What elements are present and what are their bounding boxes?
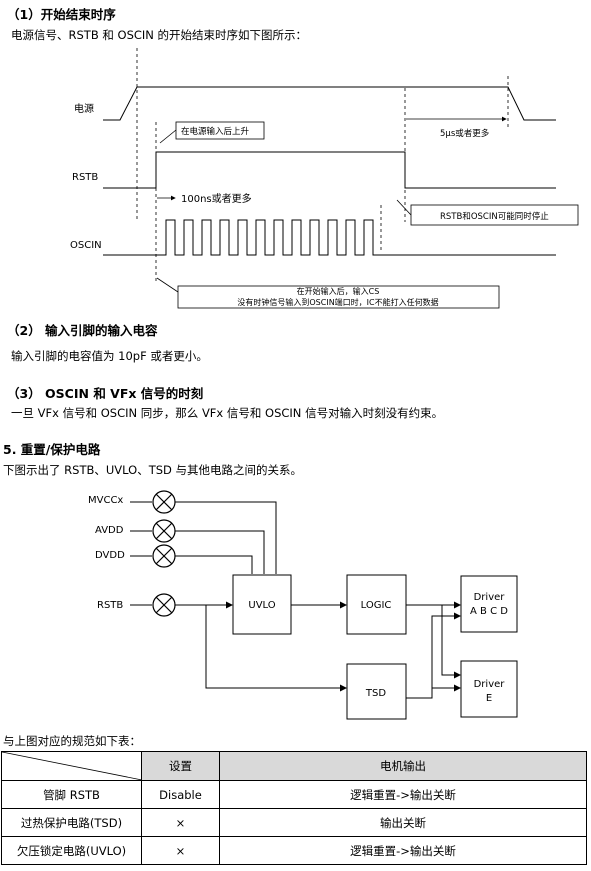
section-1-title: （1）开始结束时序 [7,7,116,22]
switch-icon-dvdd [152,544,176,568]
logic-label: LOGIC [361,600,392,611]
section-3-description: 一旦 VFx 信号和 OSCIN 同步，那么 VFx 信号和 OSCIN 信号对… [11,406,444,420]
table-row: 过热保护电路(TSD) × 输出关断 [1,808,587,837]
timing-diagram: 电源 RSTB OSCIN 在电源输入后上升 5μs或者更多 100ns或者更多… [70,48,579,309]
signal-label-power: 电源 [74,102,94,115]
section-5-title: 5. 重置/保护电路 [3,442,101,457]
switch-icon-rstb [152,593,176,617]
table-header-setting: 设置 [141,751,220,781]
signal-label-oscin: OSCIN [70,240,102,251]
table-cell: × [141,808,220,837]
table-intro: 与上图对应的规范如下表： [3,734,141,748]
input-label-avdd: AVDD [95,525,124,536]
input-label-dvdd: DVDD [95,550,125,561]
table-row: 欠压锁定电路(UVLO) × 逻辑重置->输出关断 [1,836,587,865]
note-leader [156,277,179,293]
driver-e-label-1: Driver [474,679,506,690]
note-cs-line1: 在开始输入后，输入CS [297,286,380,296]
table-cell: 输出关断 [219,808,587,837]
driver-e-block [460,660,518,718]
note-100ns: 100ns或者更多 [181,192,252,205]
section-5-description: 下图示出了 RSTB、UVLO、TSD 与其他电路之间的关系。 [3,463,303,477]
table-cell: 管脚 RSTB [1,780,142,809]
table-cell: 逻辑重置->输出关断 [219,836,587,865]
section-2-title: （2） 输入引脚的输入电容 [7,323,158,338]
section-3-title: （3） OSCIN 和 VFx 信号的时刻 [7,386,204,401]
table-cell: 逻辑重置->输出关断 [219,780,587,809]
uvlo-block [232,574,292,635]
block-diagram: MVCCx AVDD DVDD RSTB [88,490,518,720]
logic-block [346,574,407,635]
table-cell: 欠压锁定电路(UVLO) [1,836,142,865]
rstb-waveform [103,151,556,189]
note-box-cs [177,285,500,309]
note-cs-line2: 没有时钟信号输入到OSCIN端口时，IC不能打入任何数据 [237,297,438,307]
tsd-block [346,663,407,720]
switch-icon-mvccx [152,490,176,514]
table-cell: × [141,836,220,865]
table-cell: 过热保护电路(TSD) [1,808,142,837]
note-rise: 在电源输入后上升 [181,126,250,137]
table-header-motor-output: 电机输出 [219,751,587,781]
power-waveform [103,86,556,121]
table-cell: Disable [141,780,220,809]
driver-abcd-label-2: A B C D [470,606,508,617]
table-row: 管脚 RSTB Disable 逻辑重置->输出关断 [1,780,587,809]
uvlo-label: UVLO [248,600,275,611]
input-label-mvccx: MVCCx [88,495,123,506]
table-header-corner [1,751,142,781]
tsd-label: TSD [365,688,386,699]
note-leader [159,129,177,144]
section-1-description: 电源信号、RSTB 和 OSCIN 的开始结束时序如下图所示： [11,28,308,42]
note-leader [396,199,412,216]
note-5us: 5μs或者更多 [440,128,490,139]
note-stop: RSTB和OSCIN可能同时停止 [440,211,549,222]
spec-table: 设置 电机输出 管脚 RSTB Disable 逻辑重置->输出关断 过热保护电… [1,751,587,865]
table-header-row: 设置 电机输出 [1,751,587,781]
signal-label-rstb: RSTB [72,172,98,183]
driver-e-label-2: E [486,693,492,704]
switch-icon-avdd [152,519,176,543]
section-2-description: 输入引脚的电容值为 10pF 或者更小。 [11,349,208,363]
input-label-rstb: RSTB [97,600,123,611]
oscin-waveform [103,219,556,256]
driver-abcd-label-1: Driver [474,592,506,603]
driver-abcd-block [460,575,518,633]
